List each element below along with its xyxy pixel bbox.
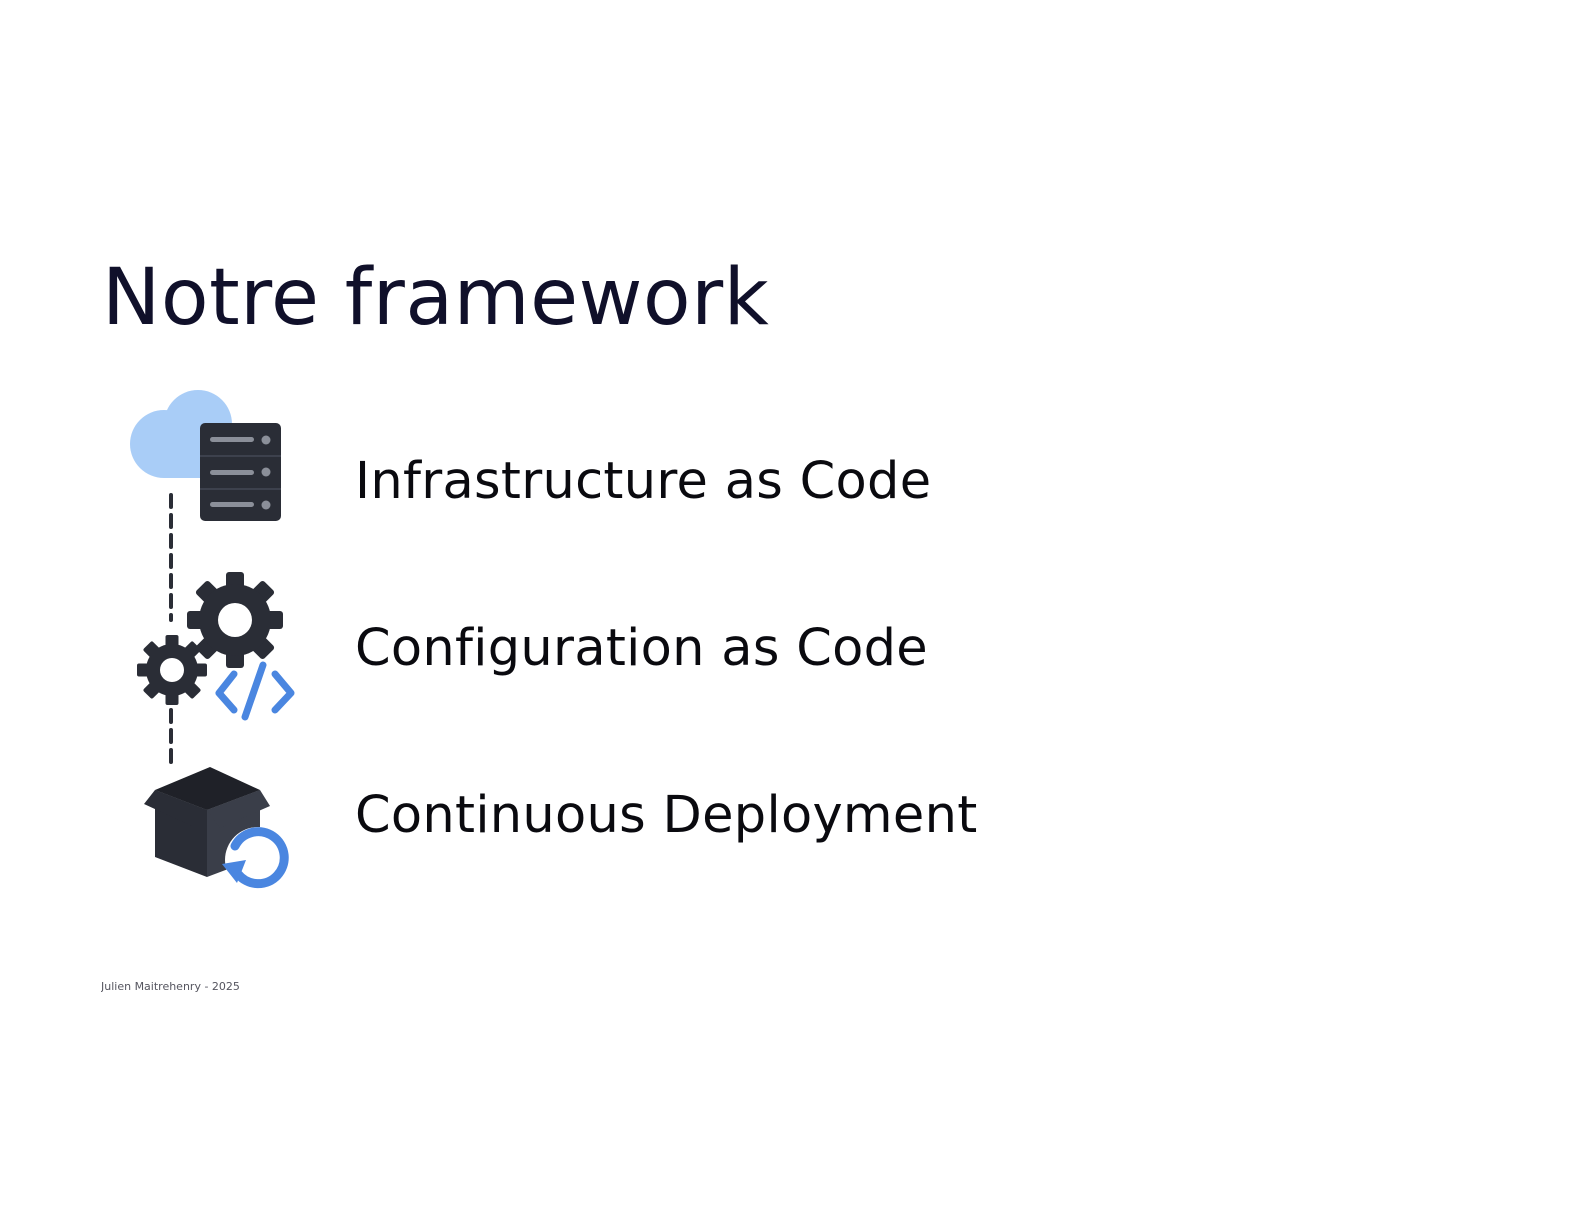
footer-credit: Julien Maitrehenry - 2025 (101, 982, 240, 992)
gears-code-icon (137, 572, 295, 721)
small-gear-icon (137, 635, 207, 705)
cloud-server-icon (130, 390, 281, 521)
server-icon (200, 423, 281, 521)
refresh-icon (222, 827, 291, 893)
framework-icons (130, 390, 295, 893)
slide-title: Notre framework (102, 253, 770, 343)
cloud-icon (130, 390, 232, 478)
large-gear-icon (187, 572, 283, 668)
item-continuous-deployment: Continuous Deployment (355, 786, 978, 845)
item-configuration-as-code: Configuration as Code (355, 619, 928, 678)
item-infrastructure-as-code: Infrastructure as Code (355, 452, 932, 511)
code-brackets-icon (215, 661, 295, 721)
box-refresh-icon (144, 767, 291, 893)
